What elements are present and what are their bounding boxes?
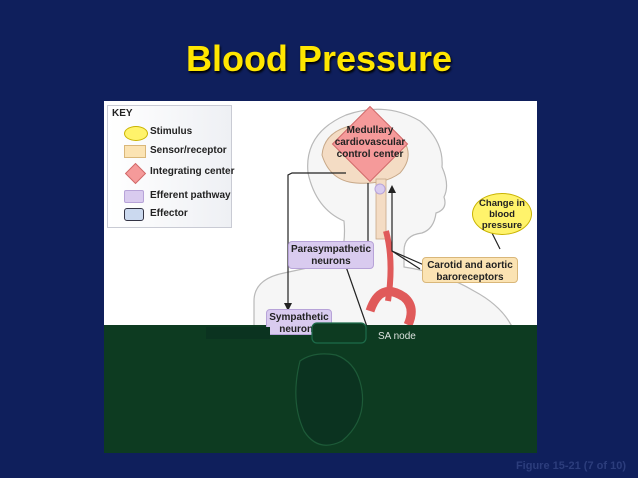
key-item-sensor: Sensor/receptor xyxy=(112,143,232,159)
overlay-block xyxy=(104,325,537,453)
key-label: Efferent pathway xyxy=(150,190,231,201)
key-heading: KEY xyxy=(112,108,133,119)
medullary-label: Medullary cardiovascular control center xyxy=(334,125,406,160)
key-label: Sensor/receptor xyxy=(150,145,227,156)
key-item-effector: Effector xyxy=(112,206,232,222)
sympathetic-arrow xyxy=(287,172,346,306)
afferent-arrowhead xyxy=(388,185,396,193)
receptor-box: Carotid and aortic baroreceptors xyxy=(422,257,518,283)
brainstem-shape xyxy=(375,178,387,240)
sensor-rect-icon xyxy=(124,145,146,158)
key-label: Integrating center xyxy=(150,166,235,177)
key-item-stimulus: Stimulus xyxy=(112,124,232,141)
key-label: Stimulus xyxy=(150,126,193,137)
stimulus-oval-icon xyxy=(124,126,148,141)
key-panel: KEY Stimulus Sensor/receptor Integrating… xyxy=(107,105,235,228)
medulla-node xyxy=(374,183,386,195)
efferent-rect-icon xyxy=(124,190,144,203)
key-item-efferent: Efferent pathway xyxy=(112,188,232,204)
sa-node-label: SA node xyxy=(378,331,416,342)
stimulus-oval: Change in blood pressure xyxy=(472,193,532,235)
parasympathetic-box: Parasympathetic neurons xyxy=(288,241,374,269)
figure-label: Figure 15-21 (7 of 10) xyxy=(515,460,626,472)
effector-rect-icon xyxy=(124,208,144,221)
key-label: Effector xyxy=(150,208,188,219)
sympathetic-arrowhead xyxy=(284,303,292,311)
sympathetic-box: Sympathetic neurons xyxy=(266,309,332,335)
integrating-diamond-icon xyxy=(124,162,147,185)
diagram-panel: KEY Stimulus Sensor/receptor Integrating… xyxy=(104,101,537,453)
aortic-arch xyxy=(365,286,416,327)
key-item-integrating: Integrating center xyxy=(112,162,235,185)
receptor-feedback xyxy=(391,250,421,270)
slide-title: Blood Pressure xyxy=(185,38,453,79)
